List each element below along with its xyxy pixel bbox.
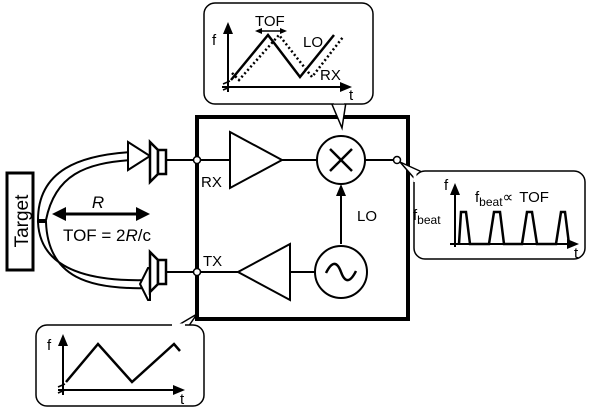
top-inset-t: t xyxy=(349,87,354,104)
beat-inset-t: t xyxy=(574,245,579,262)
rx-port-label: RX xyxy=(201,174,222,191)
reflected-signal-arrow xyxy=(36,150,133,221)
lo-label: LO xyxy=(357,208,377,225)
target-block: Target xyxy=(5,171,35,272)
top-inset-rx: RX xyxy=(320,67,341,84)
tx-port-label: TX xyxy=(203,253,222,270)
oscillator-icon xyxy=(314,245,368,299)
top-inset-tof: TOF xyxy=(255,13,285,30)
tx-port xyxy=(192,267,202,277)
beat-callout-right: f t fbeat fbeat∝TOF xyxy=(399,161,586,262)
bottom-inset-f: f xyxy=(47,337,52,354)
beat-inset-f: f xyxy=(444,177,449,194)
mixer-icon xyxy=(316,135,366,185)
tx-amplifier xyxy=(235,242,291,302)
target-box xyxy=(5,171,35,272)
lo-chirp-line xyxy=(230,32,335,81)
reflected-arrow-head xyxy=(127,140,152,172)
tx-chirp-line xyxy=(65,342,181,384)
rx-chirp-line xyxy=(231,33,344,82)
bottom-inset-t: t xyxy=(180,391,185,408)
radar-chip-box xyxy=(195,115,410,321)
chirp-callout-top: f t TOF LO RX xyxy=(203,2,374,131)
rx-amplifier xyxy=(229,130,285,190)
rx-antenna-icon xyxy=(148,138,197,186)
beat-inset-relation: fbeat∝TOF xyxy=(475,189,549,209)
if-output-port xyxy=(392,155,402,165)
range-label: R xyxy=(92,193,104,212)
rx-port xyxy=(192,155,202,165)
chirp-callout-bottom: f t xyxy=(35,313,205,408)
tof-equation: TOF = 2R/c xyxy=(63,226,152,245)
range-annotation: R TOF = 2R/c xyxy=(52,193,152,245)
reflection-path xyxy=(36,140,152,301)
top-inset-f: f xyxy=(212,32,217,49)
top-inset-lo: LO xyxy=(303,34,323,51)
beat-inset-ylabel: fbeat xyxy=(413,207,441,227)
tx-antenna-icon xyxy=(148,248,197,296)
target-label: Target xyxy=(12,194,33,248)
transmitted-arrow-tail xyxy=(138,267,151,301)
beat-signal-line xyxy=(457,210,571,246)
